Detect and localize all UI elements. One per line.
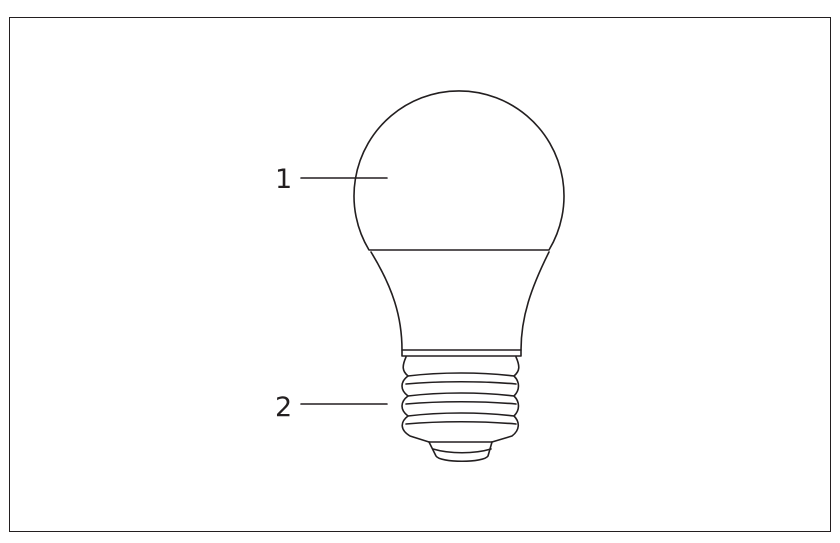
thread-line-1 — [407, 372, 515, 377]
callout-number-2: 2 — [275, 392, 293, 423]
bulb-neck-housing — [370, 251, 550, 351]
callout-number-1: 1 — [275, 164, 293, 195]
diagram-frame — [9, 17, 831, 532]
contact-tip-inner — [432, 448, 492, 454]
thread-line-2 — [405, 380, 517, 385]
thread-line-6 — [405, 420, 517, 425]
neck-rim — [401, 349, 522, 357]
contact-tip — [428, 441, 493, 463]
thread-line-4 — [405, 400, 517, 405]
thread-line-5 — [407, 412, 515, 417]
screw-base — [401, 356, 520, 443]
bulb-dome — [353, 90, 565, 251]
thread-line-3 — [407, 392, 515, 397]
